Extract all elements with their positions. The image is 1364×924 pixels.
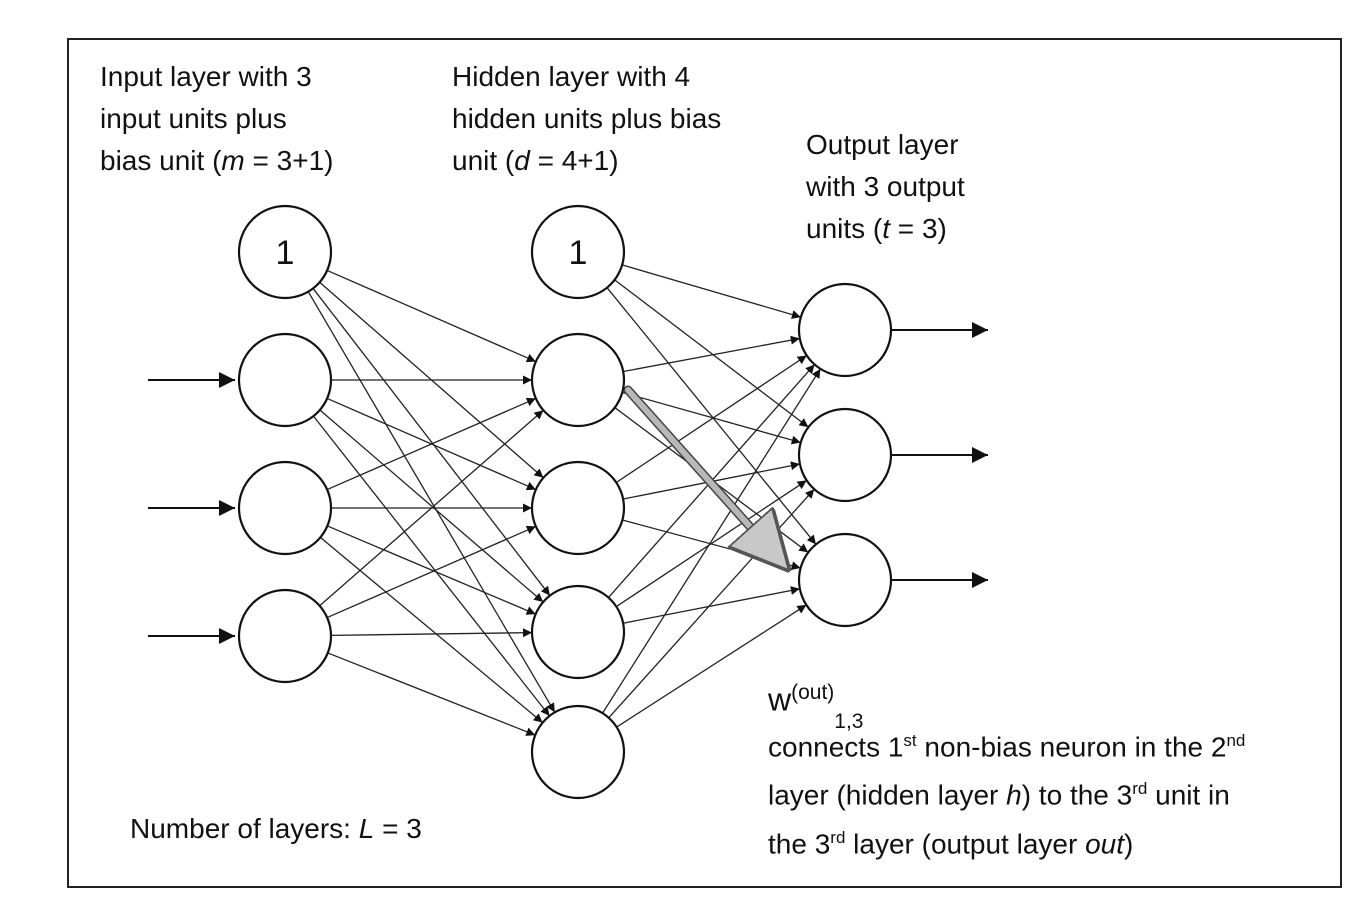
hidden-bias-neuron	[530, 204, 626, 300]
edge-input-3-hidden-1	[319, 409, 544, 607]
input-neuron-3	[237, 588, 333, 684]
diagram-frame	[67, 38, 1342, 888]
weight-desc-line-3: the 3rd layer (output layer out)	[768, 827, 1134, 859]
input-caption-line-1: Input layer with 3	[100, 61, 312, 92]
output-neuron-2	[797, 407, 893, 503]
edge-input-3-hidden-3	[330, 628, 533, 638]
edge-input-0-hidden-4	[307, 291, 556, 713]
weight-desc-line-1: connects 1st non-bias neuron in the 2nd	[768, 731, 1246, 763]
edge-hidden-0-output-1	[621, 264, 802, 319]
weight-symbol: w(out)1,3	[768, 681, 864, 734]
edge-input-3-hidden-4	[327, 652, 536, 736]
edge-hidden-2-output-1	[615, 354, 808, 484]
edge-hidden-3-output-2	[615, 479, 808, 608]
output-caption-line-1: Output layer	[806, 129, 959, 160]
edge-input-2-hidden-3	[327, 525, 536, 615]
input-layer-caption: Input layer with 3 input units plus bias…	[100, 56, 333, 182]
edge-hidden-1-output-2	[622, 391, 801, 445]
edge-hidden-1-output-1	[623, 335, 800, 373]
edge-hidden-4-output-3	[616, 604, 807, 728]
edge-input-1-hidden-4	[312, 415, 551, 717]
edge-input-0-hidden-1	[326, 269, 537, 363]
hidden-layer-caption: Hidden layer with 4 hidden units plus bi…	[452, 56, 721, 182]
hidden-neuron-3	[530, 584, 626, 680]
input-bias-neuron-label: 1	[276, 234, 295, 272]
input-neuron-1	[237, 332, 333, 428]
output-caption-line-3: units (t = 3)	[806, 213, 947, 244]
edge-input-2-hidden-4	[319, 536, 544, 724]
input-caption-line-2: input units plus	[100, 103, 287, 134]
weight-desc-line-2: layer (hidden layer h) to the 3rd unit i…	[768, 779, 1230, 811]
weight-description: connects 1st non-bias neuron in the 2nd …	[768, 720, 1245, 865]
edge-hidden-4-output-1	[602, 368, 821, 714]
hidden-caption-line-1: Hidden layer with 4	[452, 61, 691, 92]
io-arrows	[148, 322, 988, 644]
hidden-caption-line-3: unit (d = 4+1)	[452, 145, 619, 176]
edge-hidden-0-output-3	[606, 287, 817, 545]
edge-input-1-hidden-3	[319, 409, 544, 603]
highlight-arrow-body	[625, 387, 786, 567]
hidden-neuron-2	[530, 460, 626, 556]
edge-input-3-hidden-2	[326, 525, 537, 619]
output-neuron-3	[797, 532, 893, 628]
edge-input-2-hidden-1	[326, 397, 537, 491]
output-layer-caption: Output layer with 3 output units (t = 3)	[806, 124, 965, 250]
hidden-bias-neuron-label: 1	[569, 234, 588, 272]
edge-hidden-3-output-3	[623, 586, 800, 624]
edge-input-0-hidden-3	[312, 288, 551, 596]
input-bias-neuron	[237, 204, 333, 300]
input-neuron-2	[237, 460, 333, 556]
output-caption-line-2: with 3 output	[806, 171, 965, 202]
hidden-caption-line-2: hidden units plus bias	[452, 103, 722, 134]
input-caption-line-3: bias unit (m = 3+1)	[100, 145, 334, 176]
hidden-neuron-4	[530, 704, 626, 800]
number-of-layers-note: Number of layers: L = 3	[130, 813, 422, 844]
output-neuron-1	[797, 282, 893, 378]
highlighted-weight-arrow	[623, 385, 786, 567]
edge-hidden-0-output-2	[614, 279, 809, 428]
hidden-neuron-1	[530, 332, 626, 428]
